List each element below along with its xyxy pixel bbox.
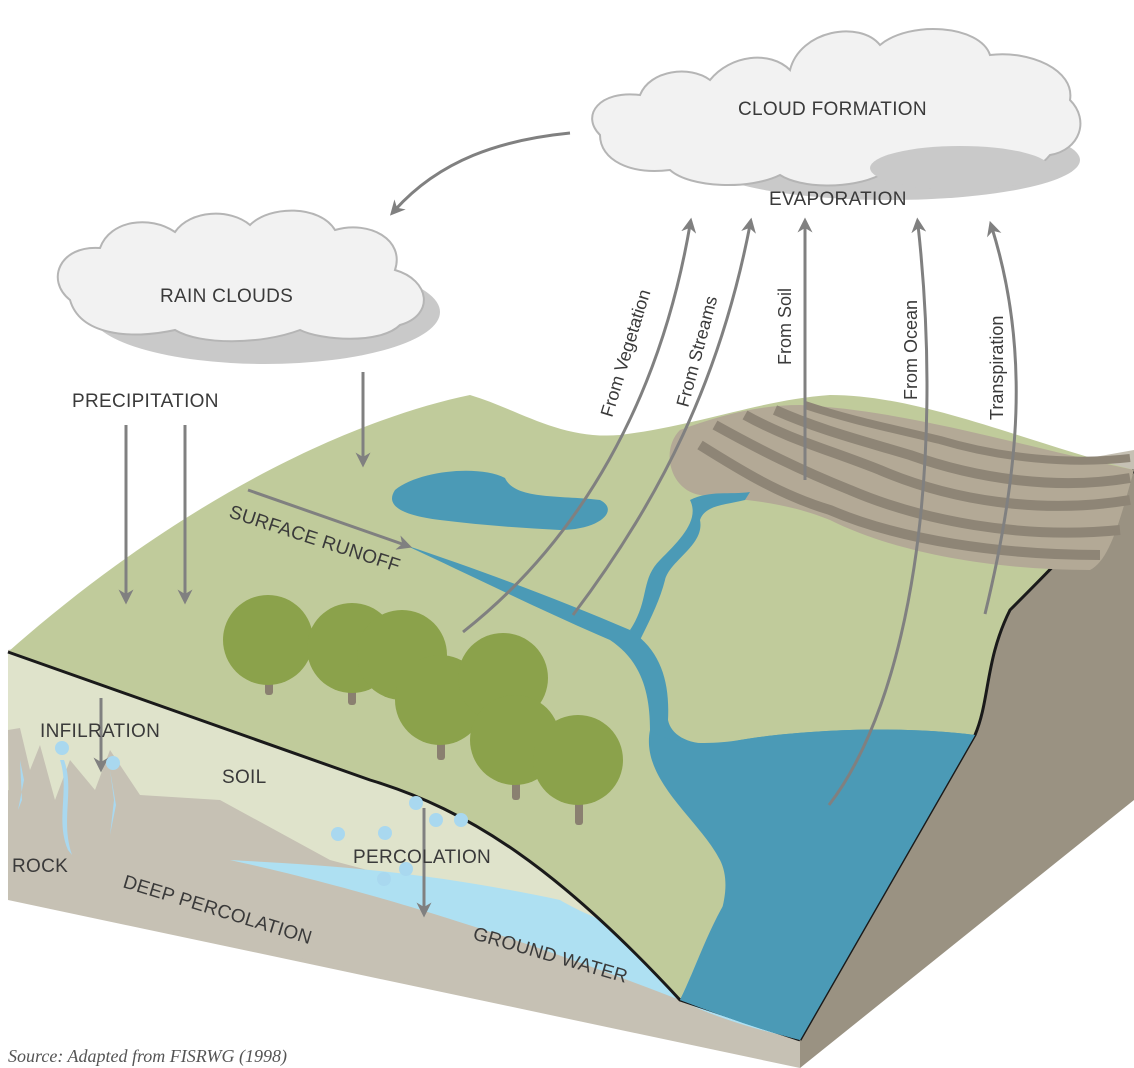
ocean-evaporation-arrow (827, 217, 929, 806)
cloud-transfer-arrow (389, 131, 571, 216)
precipitation-label: PRECIPITATION (72, 391, 219, 412)
infiltration-crack (110, 770, 116, 835)
terrace-stripe (712, 420, 1121, 538)
land-surface (8, 395, 1134, 1000)
from-streams-label: From Streams (673, 294, 722, 409)
ocean-surface (648, 729, 975, 1040)
tree (223, 595, 313, 685)
streams-evaporation-arrow (571, 217, 756, 616)
terrace-stripe (772, 405, 1131, 489)
formation-clouds (591, 28, 1082, 200)
vegetation-evaporation-arrow (462, 217, 697, 634)
percolation-label: PERCOLATION (353, 847, 491, 868)
infiltration-crack (60, 760, 72, 855)
evaporation-label: EVAPORATION (769, 189, 907, 210)
terrace-stripe (803, 401, 1131, 465)
soil-label: SOIL (222, 767, 267, 788)
water-drops (55, 741, 468, 886)
terrace-stripe (742, 410, 1131, 511)
land-edge-front (7, 650, 801, 1042)
rain-clouds-label: RAIN CLOUDS (160, 286, 293, 307)
cliff-face (800, 470, 1134, 1068)
tree (533, 715, 623, 805)
from-ocean-label: From Ocean (901, 300, 921, 400)
from-vegetation-label: From Vegetation (597, 287, 655, 419)
cloud-formation-label: CLOUD FORMATION (738, 99, 927, 120)
infiltration-label: INFILRATION (40, 721, 160, 742)
source-caption: Source: Adapted from FISRWG (1998) (8, 1046, 287, 1067)
trees (223, 595, 623, 825)
rain-clouds (56, 209, 440, 364)
infiltration-crack (18, 760, 24, 810)
from-soil-label: From Soil (775, 288, 795, 365)
transpiration-label: Transpiration (987, 316, 1007, 420)
river-tributary (630, 492, 750, 640)
rock-label: ROCK (12, 856, 68, 877)
terrace-stripe (697, 440, 1101, 560)
lake (392, 470, 608, 530)
surface-runoff-arrow (247, 488, 413, 550)
transpiration-arrow (983, 220, 1018, 615)
